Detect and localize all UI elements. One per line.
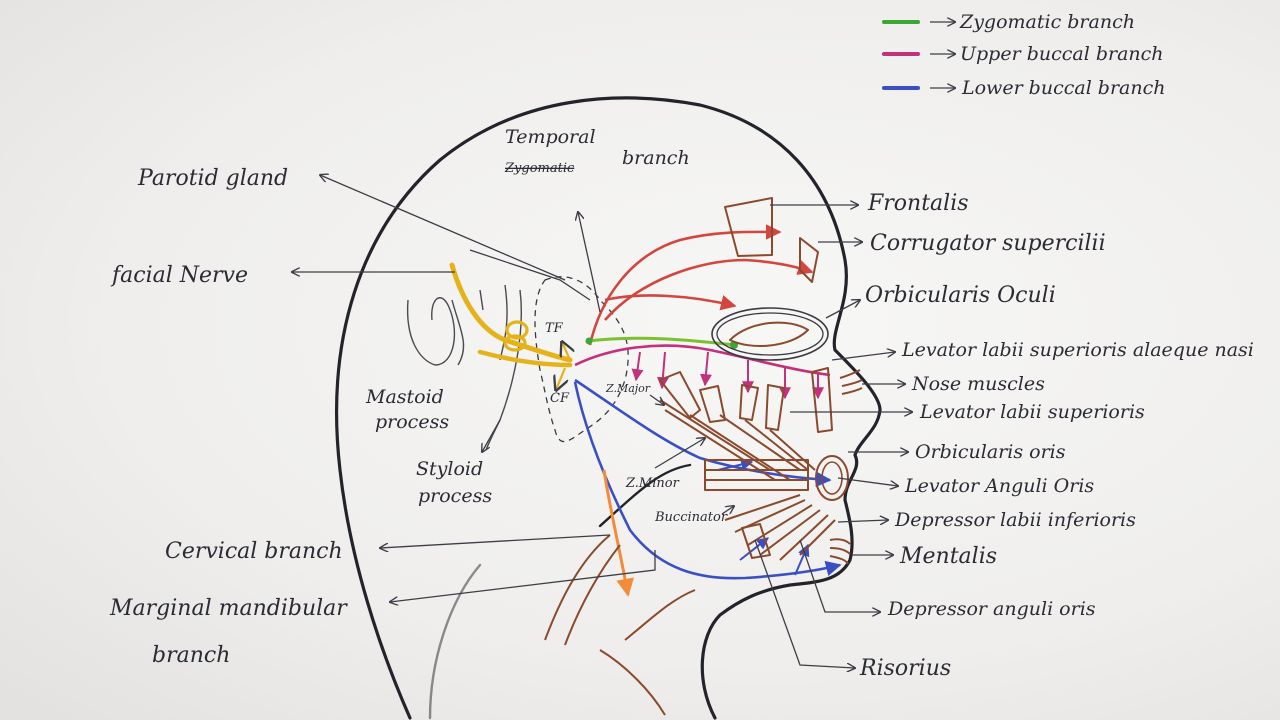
label-buccinator: Buccinator — [654, 510, 728, 525]
label-orbicularis-oris: Orbicularis oris — [915, 441, 1066, 463]
cervical-branch-line — [602, 469, 635, 597]
label-marginal-branch: branch — [152, 643, 230, 668]
label-z-minor: Z.Minor — [625, 476, 680, 491]
legend-item-zygomatic: Zygomatic branch — [882, 11, 1135, 33]
label-styloid-process: process — [418, 485, 492, 507]
parotid-outline — [469, 249, 629, 443]
temporal-branches — [578, 212, 814, 346]
label-risorius: Risorius — [859, 656, 951, 681]
facial-muscles — [544, 197, 863, 716]
legend-label-zygomatic: Zygomatic branch — [959, 11, 1135, 33]
label-nose-muscles: Nose muscles — [911, 373, 1045, 395]
legend-item-lower-buccal: Lower buccal branch — [882, 77, 1166, 99]
muscle-pointers — [649, 394, 734, 515]
label-facial-nerve: facial Nerve — [110, 263, 248, 288]
zygomatic-branch — [585, 336, 738, 349]
labels: Temporal Zygomatic branch Parotid gland … — [109, 126, 1254, 681]
legend-label-lower-buccal: Lower buccal branch — [961, 77, 1166, 99]
label-temporal-struck: Zygomatic — [504, 161, 575, 176]
label-mentalis: Mentalis — [899, 544, 997, 569]
label-mastoid-process: process — [375, 411, 449, 433]
label-levator-alaeque: Levator labii superioris alaeque nasi — [901, 339, 1254, 361]
facial-nerve-trunk — [449, 262, 570, 390]
label-depressor-anguli: Depressor anguli oris — [887, 598, 1096, 620]
legend-item-upper-buccal: Upper buccal branch — [882, 43, 1164, 65]
lower-buccal-branch — [573, 378, 842, 580]
label-cervical-branch: Cervical branch — [165, 539, 343, 564]
label-marginal-mandibular: Marginal mandibular — [109, 596, 348, 621]
label-tf: TF — [545, 321, 564, 336]
label-frontalis: Frontalis — [867, 191, 969, 216]
label-parotid-gland: Parotid gland — [137, 166, 288, 191]
pointer-lines — [292, 175, 912, 668]
label-corrugator: Corrugator supercilii — [870, 231, 1106, 256]
label-mastoid: Mastoid — [365, 386, 444, 408]
label-orbicularis-oculi: Orbicularis Oculi — [865, 283, 1056, 308]
legend: Zygomatic branch Upper buccal branch Low… — [882, 11, 1166, 99]
label-levator-anguli: Levator Anguli Oris — [904, 475, 1094, 497]
label-temporal: Temporal — [505, 126, 596, 148]
legend-label-upper-buccal: Upper buccal branch — [960, 43, 1164, 65]
label-temporal-branch: branch — [622, 147, 690, 169]
label-z-major: Z.Major — [605, 382, 651, 395]
label-levator-labii: Levator labii superioris — [919, 401, 1145, 423]
label-depressor-labii: Depressor labii inferioris — [894, 509, 1136, 531]
label-styloid: Styloid — [416, 458, 483, 480]
mastoid-styloid-sketch — [406, 284, 522, 452]
label-cf: CF — [550, 391, 570, 406]
